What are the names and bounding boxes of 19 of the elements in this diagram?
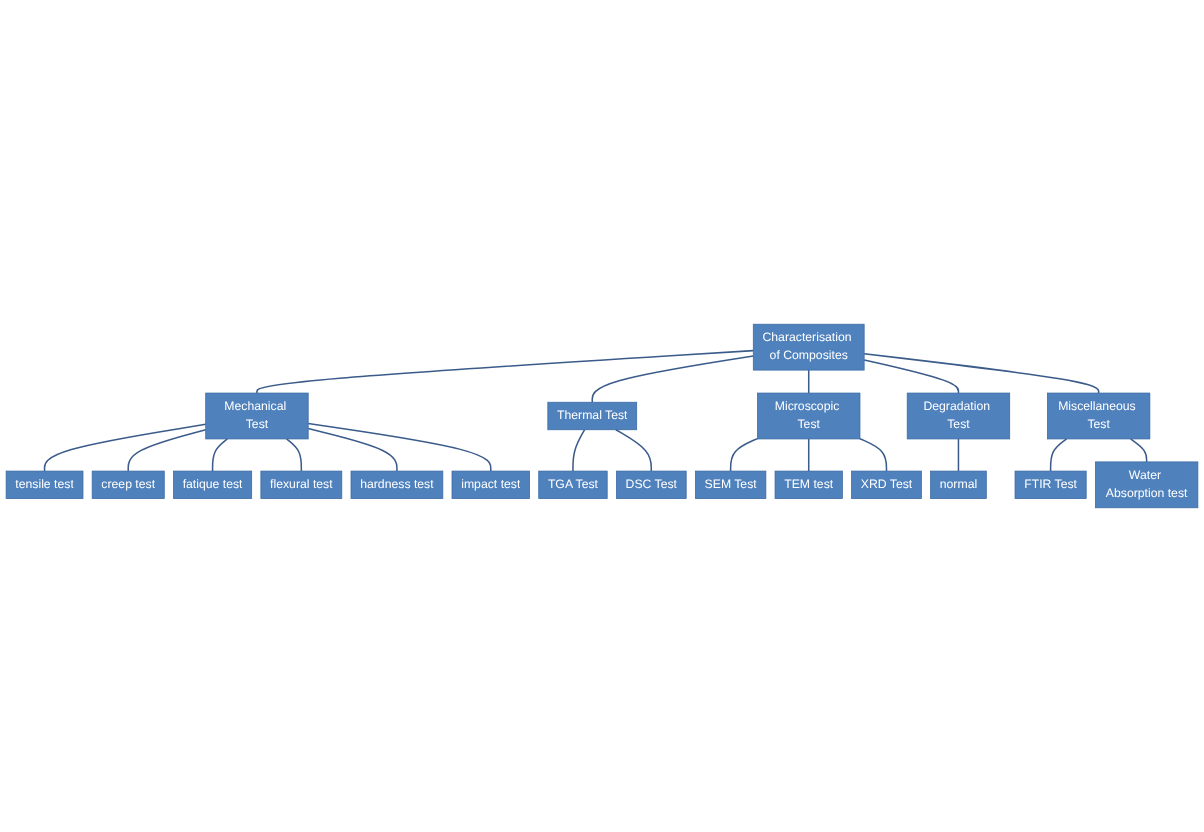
connector <box>859 437 888 472</box>
connector <box>1129 438 1148 463</box>
connector <box>615 429 653 472</box>
connector <box>591 355 755 403</box>
connector <box>256 349 755 394</box>
connector <box>807 369 810 394</box>
connector <box>957 438 960 472</box>
connector <box>807 438 810 472</box>
connector <box>729 437 759 472</box>
connector <box>43 423 207 472</box>
connector <box>863 359 960 394</box>
connector <box>307 422 492 472</box>
connector <box>211 438 229 472</box>
connector <box>285 438 303 472</box>
connector <box>1049 438 1068 472</box>
connector <box>307 427 398 472</box>
connector <box>127 428 207 472</box>
connector <box>863 352 1100 394</box>
connector <box>572 429 586 472</box>
